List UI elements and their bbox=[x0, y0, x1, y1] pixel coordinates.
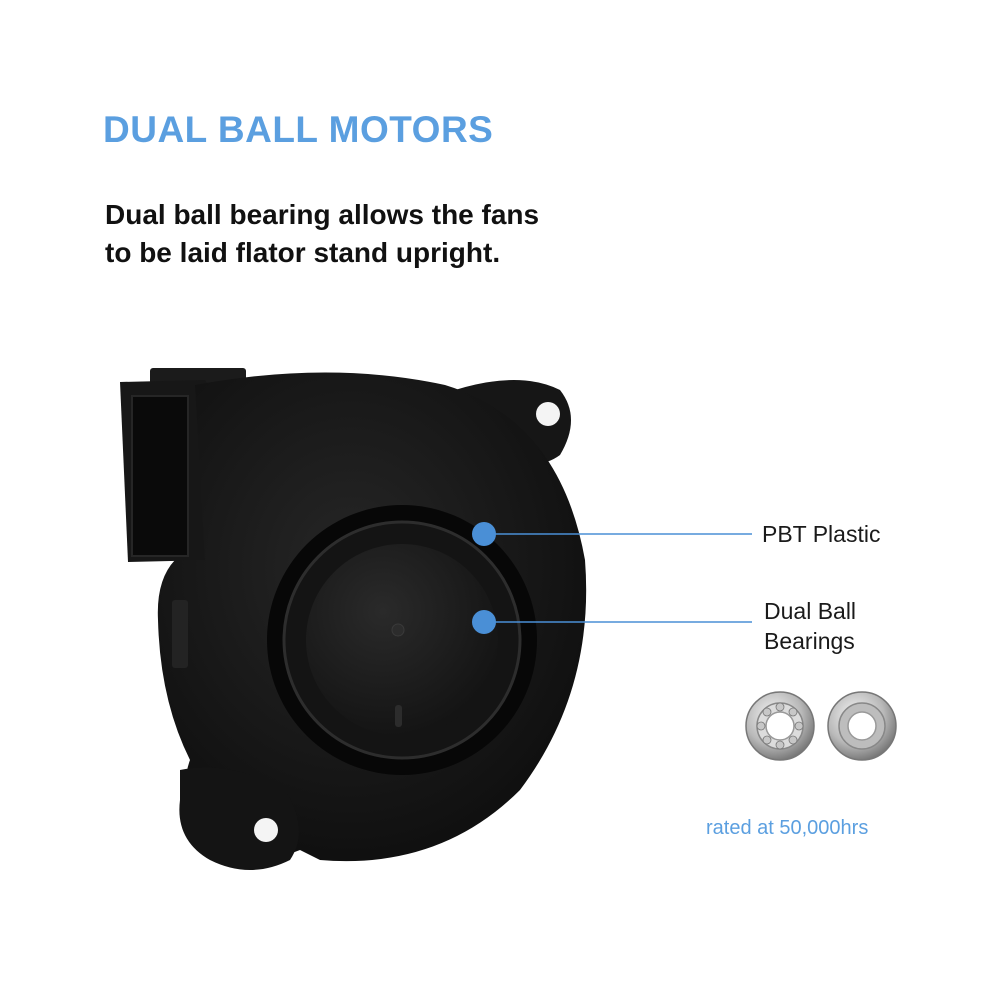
callout-lines bbox=[472, 522, 752, 634]
bearings-marker bbox=[472, 610, 496, 634]
bearing-icon bbox=[827, 691, 897, 761]
description-line-1: Dual ball bearing allows the fans bbox=[105, 199, 540, 230]
pbt-plastic-marker bbox=[472, 522, 496, 546]
description: Dual ball bearing allows the fans to be … bbox=[105, 196, 625, 272]
bearing-icon bbox=[745, 691, 815, 761]
fan-impeller bbox=[267, 505, 537, 775]
dual-ball-bearings-label: Dual Ball Bearings bbox=[764, 598, 857, 654]
lifetime-rating: rated at 50,000hrs bbox=[706, 817, 869, 839]
headline: DUAL BALL MOTORS bbox=[103, 109, 494, 150]
pbt-plastic-label: PBT Plastic bbox=[762, 521, 881, 547]
description-line-2: to be laid flator stand upright. bbox=[105, 237, 501, 268]
